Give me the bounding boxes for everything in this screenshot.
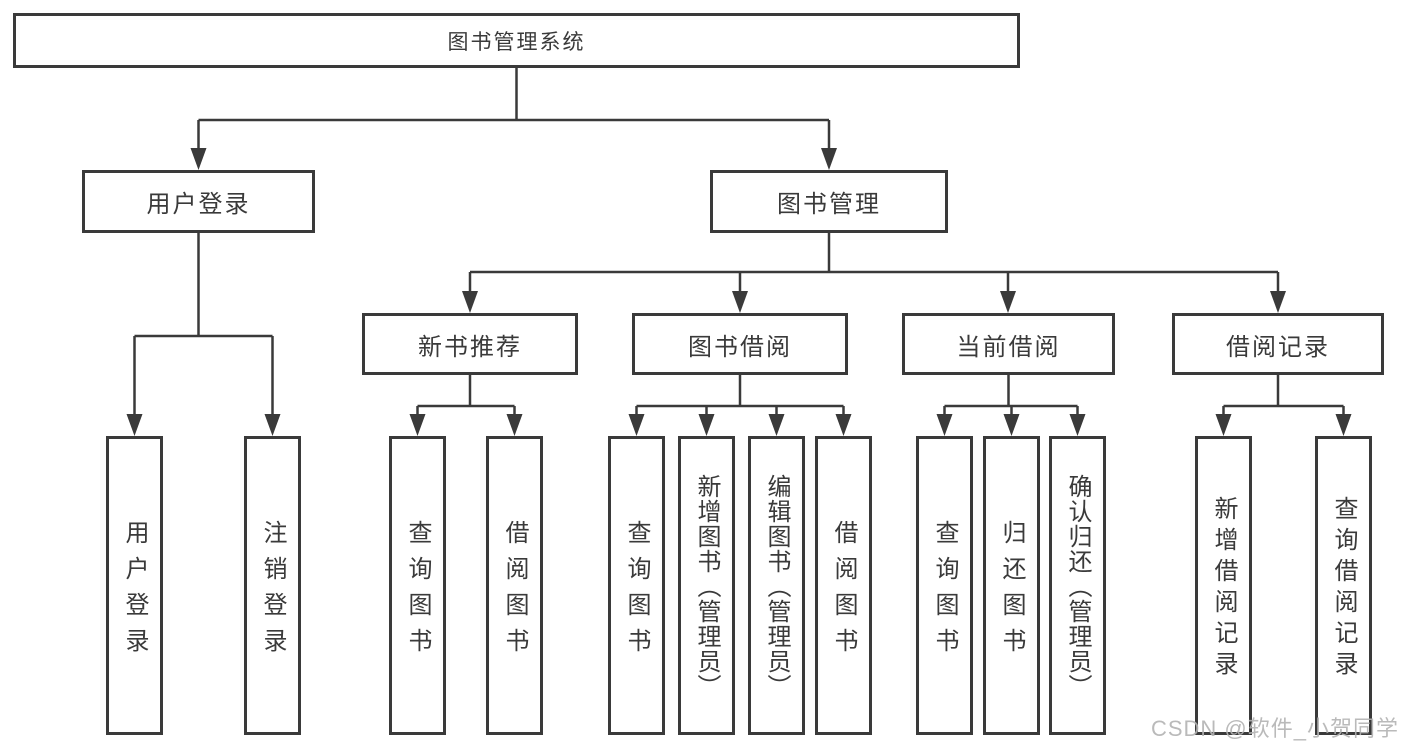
leaf-borrow-books-borrowing: 借阅图书: [815, 436, 872, 735]
node-new-book-recommendation: 新书推荐: [362, 313, 578, 375]
leaf-confirm-return-admin: 确认归还（管理员）: [1049, 436, 1106, 735]
leaf-edit-book-admin: 编辑图书（管理员）: [748, 436, 805, 735]
leaf-return-book: 归还图书: [983, 436, 1040, 735]
leaf-borrow-books-recommend: 借阅图书: [486, 436, 543, 735]
leaf-query-borrow-record: 查询借阅记录: [1315, 436, 1372, 735]
leaf-logout: 注销登录: [244, 436, 301, 735]
node-book-management: 图书管理: [710, 170, 948, 233]
leaf-query-books-recommend: 查询图书: [389, 436, 446, 735]
leaf-add-borrow-record: 新增借阅记录: [1195, 436, 1252, 735]
node-borrowing-records: 借阅记录: [1172, 313, 1384, 375]
csdn-watermark: CSDN @软件_小贺同学: [1150, 716, 1399, 741]
node-current-borrowing: 当前借阅: [902, 313, 1115, 375]
leaf-query-books-borrowing: 查询图书: [608, 436, 665, 735]
arrowheads: [126, 148, 1352, 436]
leaf-add-book-admin: 新增图书（管理员）: [678, 436, 735, 735]
leaf-query-books-current: 查询图书: [916, 436, 973, 735]
leaf-user-login: 用户登录: [106, 436, 163, 735]
node-library-management-system: 图书管理系统: [13, 13, 1020, 68]
node-book-borrowing: 图书借阅: [632, 313, 848, 375]
node-user-login: 用户登录: [82, 170, 315, 233]
